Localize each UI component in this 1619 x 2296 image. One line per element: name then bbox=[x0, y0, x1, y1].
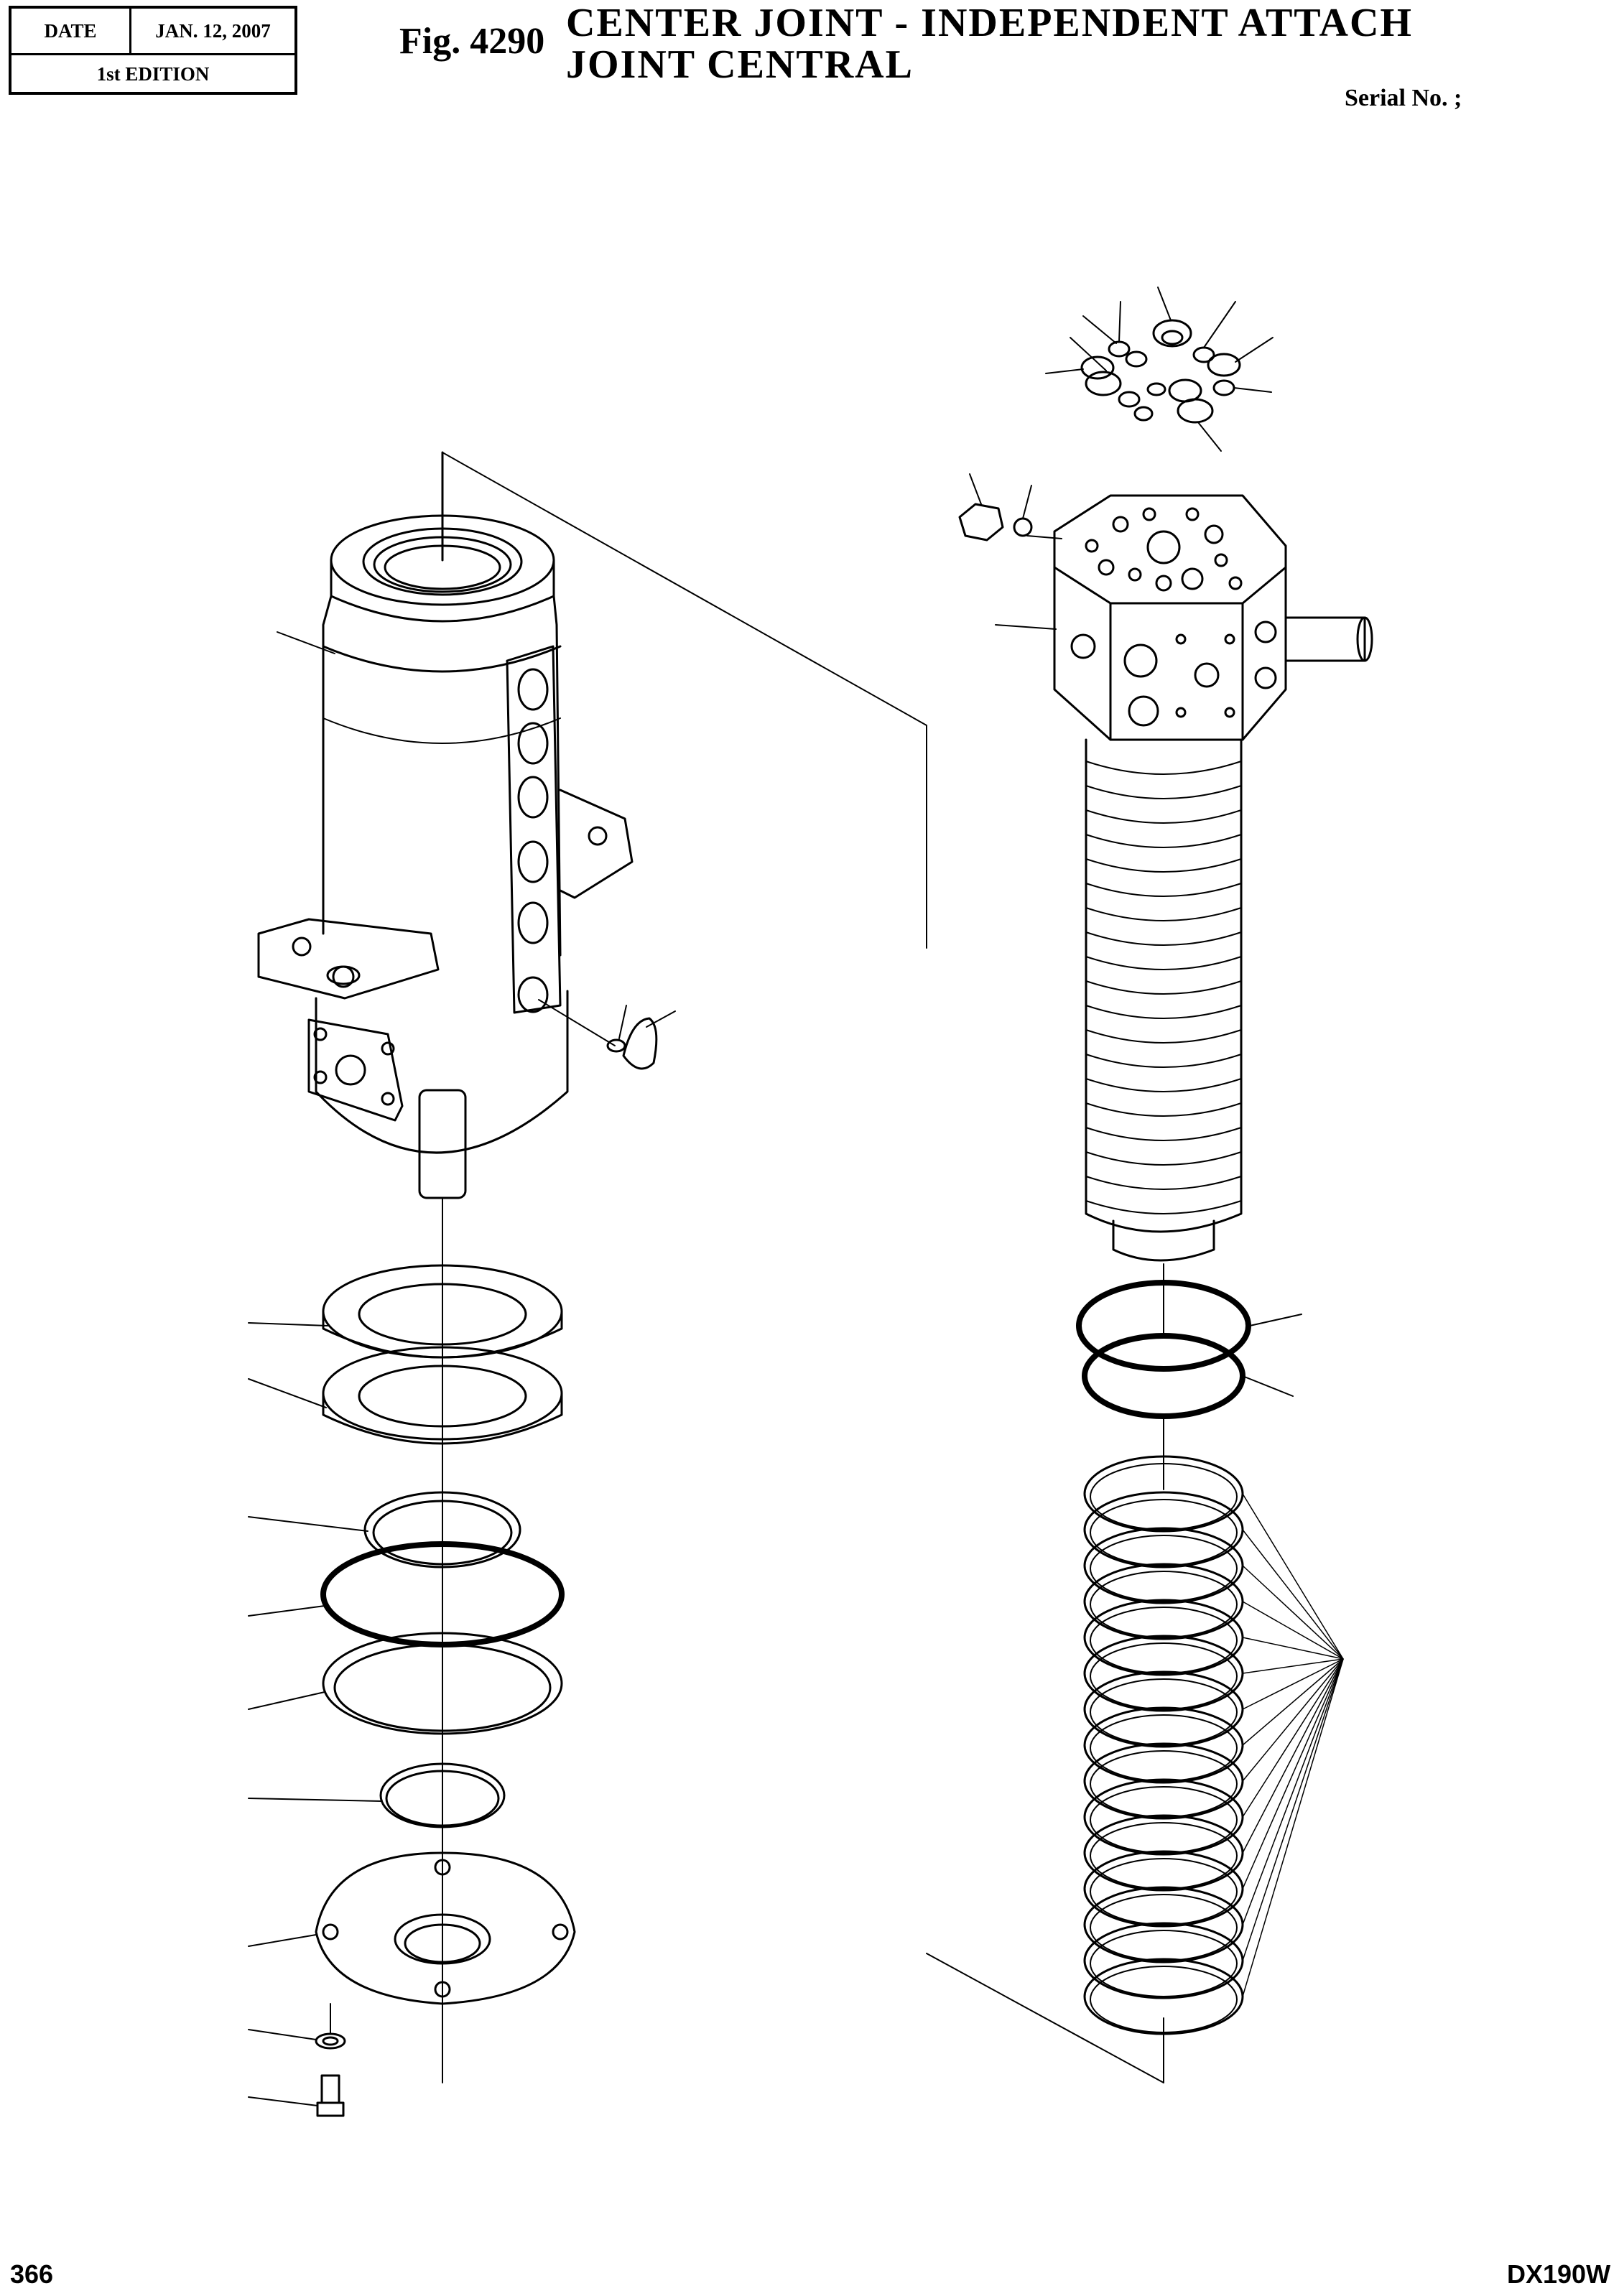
leader-line bbox=[1242, 1658, 1344, 1710]
date-edition-box: DATE JAN. 12, 2007 1st EDITION bbox=[9, 6, 297, 95]
leader-line bbox=[1242, 1658, 1344, 1997]
left-seal-stack bbox=[248, 1197, 576, 2117]
spindle-groove bbox=[1085, 1102, 1242, 1117]
date-row: DATE JAN. 12, 2007 bbox=[11, 9, 294, 55]
figure-number: Fig. 4290 bbox=[399, 21, 545, 62]
seal-ring-inner bbox=[1090, 1642, 1238, 1710]
spindle-groove bbox=[1085, 761, 1242, 775]
center-joint-housing bbox=[257, 451, 927, 1199]
spindle-groove bbox=[1085, 980, 1242, 995]
seal-ring-inner bbox=[1090, 1858, 1238, 1925]
spindle-groove bbox=[1085, 956, 1242, 970]
spindle-grooves bbox=[1085, 761, 1242, 1214]
leader-line bbox=[1242, 1565, 1344, 1660]
model-code: DX190W bbox=[1507, 2259, 1611, 2289]
leader-line bbox=[1242, 1658, 1344, 1925]
spindle-groove bbox=[1085, 1127, 1242, 1141]
right-seal-stack bbox=[926, 1263, 1344, 2083]
leader-line bbox=[1242, 1658, 1344, 1890]
spindle-groove bbox=[1085, 809, 1242, 824]
leader-line bbox=[1242, 1658, 1344, 1854]
page-number: 366 bbox=[10, 2259, 54, 2289]
seal-ring-inner bbox=[1090, 1894, 1238, 1961]
spindle-groove bbox=[1085, 785, 1242, 799]
spindle-groove bbox=[1085, 907, 1242, 921]
seal-ring-inner bbox=[1090, 1499, 1238, 1566]
spindle-groove bbox=[1085, 1176, 1242, 1190]
leader-line bbox=[1242, 1658, 1344, 1818]
leader-line bbox=[1242, 1601, 1344, 1660]
seal-ring-inner bbox=[1090, 1463, 1238, 1530]
title-french: JOINT CENTRAL bbox=[566, 42, 914, 87]
spindle-groove bbox=[1085, 1054, 1242, 1068]
spindle-groove bbox=[1085, 931, 1242, 946]
leader-line bbox=[1242, 1529, 1344, 1660]
seal-ring-inner bbox=[1090, 1714, 1238, 1782]
date-label: DATE bbox=[11, 9, 131, 53]
seal-ring-inner bbox=[1090, 1822, 1238, 1890]
spindle-groove bbox=[1085, 1151, 1242, 1166]
seal-ring-inner bbox=[1090, 1607, 1238, 1674]
seal-ring-inner bbox=[1090, 1786, 1238, 1854]
rotor-spindle bbox=[958, 473, 1373, 1262]
spindle-groove bbox=[1085, 1078, 1242, 1092]
fittings-cluster bbox=[1045, 287, 1274, 452]
seal-ring-inner bbox=[1090, 1678, 1238, 1746]
seal-ring-inner bbox=[1090, 1930, 1238, 1997]
seal-ring-inner bbox=[1090, 1750, 1238, 1818]
spindle-groove bbox=[1085, 834, 1242, 848]
leader-line bbox=[1242, 1637, 1344, 1660]
leader-line bbox=[1242, 1658, 1344, 1746]
leader-line bbox=[1242, 1493, 1344, 1660]
serial-number-label: Serial No. ; bbox=[1345, 85, 1462, 111]
spindle-groove bbox=[1085, 1005, 1242, 1019]
seal-ring-inner bbox=[1090, 1571, 1238, 1638]
title-english: CENTER JOINT - INDEPENDENT ATTACH bbox=[566, 1, 1413, 45]
seal-ring-inner bbox=[1090, 1535, 1238, 1602]
spindle-groove bbox=[1085, 883, 1242, 897]
edition-label: 1st EDITION bbox=[96, 62, 210, 85]
leader-line bbox=[1242, 1658, 1344, 1674]
leader-line bbox=[1242, 1658, 1344, 1782]
date-value: JAN. 12, 2007 bbox=[155, 19, 271, 42]
spindle-groove bbox=[1085, 858, 1242, 873]
leader-line bbox=[1242, 1658, 1344, 1961]
spindle-groove bbox=[1085, 1200, 1242, 1214]
spindle-groove bbox=[1085, 1029, 1242, 1044]
